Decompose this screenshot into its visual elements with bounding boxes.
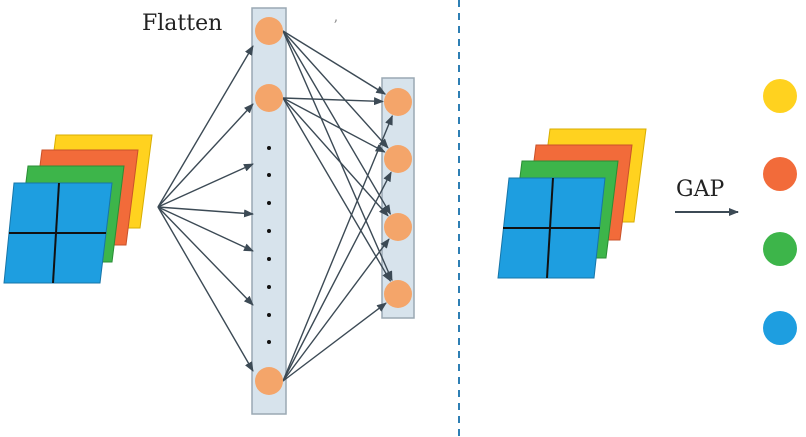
flatten-to-dense-arrow xyxy=(282,30,387,95)
stray-mark: ʼ xyxy=(333,18,337,34)
ellipsis-dot xyxy=(267,146,271,150)
flatten-to-dense-arrow xyxy=(282,30,389,149)
gap-label: GAP xyxy=(676,177,724,202)
stack-to-flatten-edges xyxy=(157,45,254,372)
flatten-to-dense-arrow xyxy=(282,114,393,382)
dense-neuron-2 xyxy=(384,145,412,173)
stack-to-flatten-arrow xyxy=(157,45,254,208)
flatten-to-dense-arrow xyxy=(282,97,389,217)
stack-to-flatten-arrow xyxy=(157,206,254,306)
stack-to-flatten-arrow xyxy=(157,206,254,252)
stack-to-flatten-arrow xyxy=(157,206,254,372)
flatten-to-dense-arrow xyxy=(282,30,393,282)
ellipsis-dot xyxy=(267,285,271,289)
flatten-neuron-1 xyxy=(255,17,283,45)
dense-neuron-1 xyxy=(384,88,412,116)
flatten-to-dense-arrow xyxy=(282,238,390,382)
ellipsis-dot xyxy=(267,313,271,317)
flatten-label: Flatten xyxy=(142,11,222,36)
dense-neuron-3 xyxy=(384,213,412,241)
stack-to-flatten-arrow xyxy=(157,103,254,208)
flatten-neuron-2 xyxy=(255,84,283,112)
flatten-layer-column xyxy=(251,7,287,415)
flatten-to-dense-arrow xyxy=(282,97,392,282)
flatten-to-dense-arrow xyxy=(282,171,392,382)
flatten-to-dense-arrow xyxy=(282,30,392,215)
gap-output-circles xyxy=(763,79,797,345)
flatten-to-dense-arrow xyxy=(282,97,385,106)
dense-neurons xyxy=(384,88,412,308)
gap-output-blue xyxy=(763,311,797,345)
stack-to-flatten-arrow xyxy=(157,163,254,208)
ellipsis-dot xyxy=(267,340,271,344)
dense-neuron-4 xyxy=(384,280,412,308)
flatten-neurons xyxy=(255,17,283,395)
gap-output-orange xyxy=(763,157,797,191)
stack-to-flatten-arrow xyxy=(157,206,254,218)
ellipsis-dot xyxy=(267,201,271,205)
ellipsis-dot xyxy=(267,173,271,177)
flatten-neuron-last xyxy=(255,367,283,395)
flatten-to-dense-arrow xyxy=(282,97,386,153)
flatten-to-dense-arrow xyxy=(282,302,387,382)
left-feature-map-stack xyxy=(3,134,153,284)
gap-output-yellow xyxy=(763,79,797,113)
right-feature-map-stack xyxy=(497,128,647,279)
ellipsis-dot xyxy=(267,257,271,261)
flatten-to-dense-edges xyxy=(282,30,393,382)
flatten-ellipsis-dots xyxy=(267,146,271,344)
gap-output-green xyxy=(763,232,797,266)
ellipsis-dot xyxy=(267,229,271,233)
